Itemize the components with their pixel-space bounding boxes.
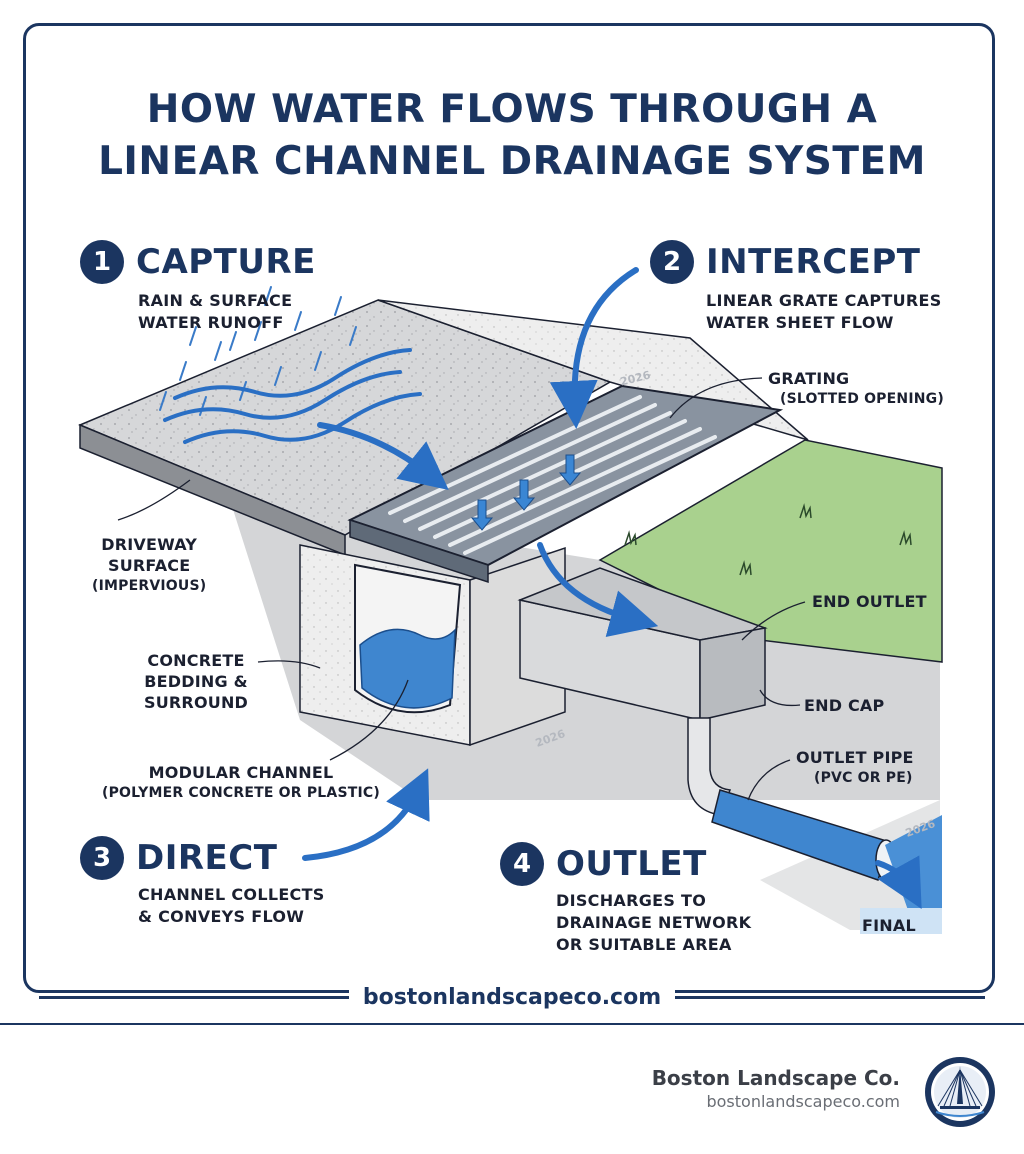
step-number-badge: 2 <box>650 240 694 284</box>
page-title-line2: LINEAR CHANNEL DRAINAGE SYSTEM <box>98 139 926 184</box>
divider <box>38 995 349 999</box>
step-description: LINEAR GRATE CAPTURES WATER SHEET FLOW <box>706 291 942 332</box>
step-title: INTERCEPT <box>706 242 921 282</box>
channel-water <box>359 628 456 709</box>
grate-arrows <box>470 454 582 531</box>
label-end-cap: END CAP <box>804 696 885 715</box>
step-title: OUTLET <box>556 844 707 884</box>
step-direct: 3 DIRECT <box>80 836 277 880</box>
sheet-flow-waves <box>163 348 422 444</box>
step-title: CAPTURE <box>136 242 316 282</box>
step-number-badge: 3 <box>80 836 124 880</box>
grass-tuft <box>739 560 752 576</box>
step-description: DISCHARGES TO DRAINAGE NETWORK OR SUITAB… <box>556 891 752 954</box>
step-number-badge: 4 <box>500 842 544 886</box>
end-cap <box>699 627 766 721</box>
label-grating: GRATING (SLOTTED OPENING) <box>768 369 944 407</box>
brand-name: Boston Landscape Co. <box>651 1066 900 1090</box>
step-title: DIRECT <box>136 838 278 878</box>
step-description: RAIN & SURFACE WATER RUNOFF <box>138 291 293 332</box>
bridge-logo-icon <box>925 1057 995 1127</box>
grass-tuft <box>899 530 912 546</box>
grass-tuft <box>624 530 637 546</box>
label-channel: MODULAR CHANNEL (POLYMER CONCRETE OR PLA… <box>102 763 380 801</box>
final-zone <box>860 908 942 934</box>
label-outlet-pipe: OUTLET PIPE (PVC OR PE) <box>796 748 914 786</box>
label-driveway: DRIVEWAY SURFACE (IMPERVIOUS) <box>92 535 207 594</box>
label-concrete: CONCRETE BEDDING & SURROUND <box>144 651 249 712</box>
divider <box>675 995 986 999</box>
flow-arrow-icon <box>302 267 922 909</box>
website-link[interactable]: bostonlandscapeco.com <box>348 984 676 1010</box>
label-final: FINAL <box>862 916 916 935</box>
brand-url[interactable]: bostonlandscapeco.com <box>706 1092 900 1111</box>
step-description: CHANNEL COLLECTS & CONVEYS FLOW <box>138 885 325 926</box>
leader-lines <box>117 377 806 801</box>
step-number-badge: 1 <box>80 240 124 284</box>
footer-divider <box>0 1023 1024 1025</box>
step-outlet: 4 OUTLET <box>500 842 707 886</box>
step-intercept: 2 INTERCEPT <box>650 240 921 284</box>
drainage-illustration <box>78 267 943 934</box>
website-banner: bostonlandscapeco.com <box>0 980 1024 1014</box>
page-title: HOW WATER FLOWS THROUGH A <box>146 87 878 132</box>
grass-tuft <box>799 503 812 519</box>
grating-edge <box>349 518 489 584</box>
label-end-outlet: END OUTLET <box>812 592 927 611</box>
step-capture: 1 CAPTURE <box>80 240 316 284</box>
